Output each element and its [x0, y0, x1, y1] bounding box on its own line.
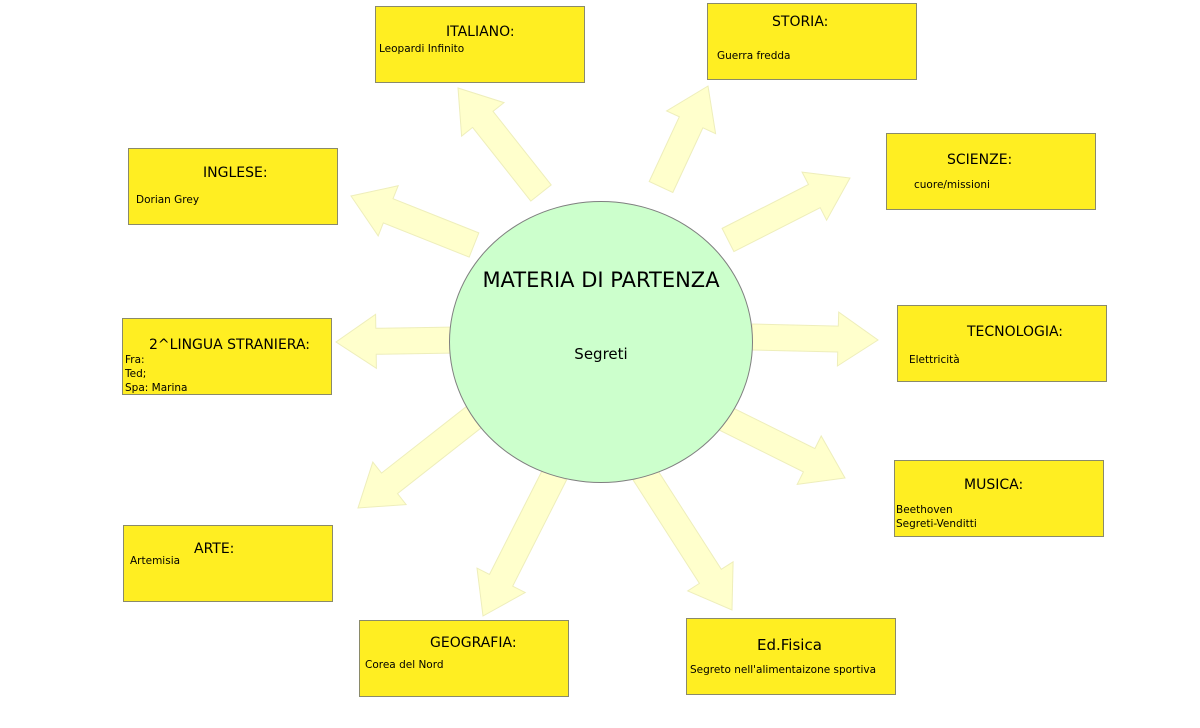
box-lingua2-line: Fra: [125, 354, 145, 366]
box-storia: STORIA: Guerra fredda [707, 3, 917, 80]
box-scienze-title: SCIENZE: [947, 152, 1013, 168]
box-tecnologia-title: TECNOLOGIA: [967, 324, 1064, 340]
box-arte-title: ARTE: [194, 541, 235, 557]
box-lingua2: 2^LINGUA STRANIERA: Fra: Ted; Spa: Marin… [122, 318, 332, 395]
box-tecnologia-body: Elettricità [909, 353, 960, 367]
box-arte: ARTE: Artemisia [123, 525, 333, 602]
arrow-edfisica [632, 465, 734, 611]
box-musica-line: Beethoven [896, 504, 953, 516]
box-musica-body: Beethoven Segreti-Venditti [896, 503, 977, 531]
box-musica: MUSICA: Beethoven Segreti-Venditti [894, 460, 1104, 537]
arrow-musica [711, 402, 846, 486]
box-italiano: ITALIANO: Leopardi Infinito [375, 6, 585, 83]
arrow-lingua2 [335, 313, 459, 370]
box-lingua2-line: Ted; [125, 368, 147, 380]
box-arte-line: Artemisia [130, 555, 181, 567]
arrow-geografia [476, 467, 568, 617]
box-geografia-body: Corea del Nord [365, 658, 444, 672]
box-storia-body: Guerra fredda [717, 49, 790, 63]
box-inglese-body: Dorian Grey [136, 193, 199, 207]
box-scienze-body: cuore/missioni [914, 178, 990, 192]
box-lingua2-line: Spa: Marina [125, 382, 188, 394]
arrow-scienze [721, 171, 851, 253]
center-text: Segreti [574, 345, 628, 363]
box-musica-line: Segreti-Venditti [896, 518, 977, 530]
box-edfisica-line: Segreto nell'alimentaizone sportiva [690, 664, 877, 676]
box-geografia-title: GEOGRAFIA: [430, 635, 517, 651]
arrow-italiano [457, 87, 552, 202]
box-scienze-line: cuore/missioni [914, 179, 990, 191]
arrow-inglese [350, 185, 480, 258]
center-title: MATERIA DI PARTENZA [482, 268, 720, 292]
arrow-arte [357, 399, 492, 509]
box-tecnologia: TECNOLOGIA: Elettricità [897, 305, 1107, 382]
center-circle: MATERIA DI PARTENZA Segreti [449, 201, 753, 483]
box-geografia: GEOGRAFIA: Corea del Nord [359, 620, 569, 697]
box-italiano-body: Leopardi Infinito [379, 42, 464, 56]
box-inglese-title: INGLESE: [203, 165, 268, 181]
box-storia-title: STORIA: [772, 14, 829, 30]
box-italiano-title: ITALIANO: [446, 24, 515, 40]
arrow-tecnologia [751, 311, 879, 367]
box-lingua2-body: Fra: Ted; Spa: Marina [125, 353, 187, 395]
box-scienze: SCIENZE: cuore/missioni [886, 133, 1096, 210]
box-edfisica: Ed.Fisica Segreto nell'alimentaizone spo… [686, 618, 896, 695]
box-edfisica-body: Segreto nell'alimentaizone sportiva [690, 663, 876, 677]
box-edfisica-title: Ed.Fisica [757, 636, 822, 654]
arrow-storia [648, 85, 717, 194]
box-italiano-line: Leopardi Infinito [379, 43, 465, 55]
box-arte-body: Artemisia [130, 554, 180, 568]
box-lingua2-title: 2^LINGUA STRANIERA: [149, 337, 310, 353]
box-tecnologia-line: Elettricità [909, 354, 960, 366]
box-musica-title: MUSICA: [964, 477, 1024, 493]
box-geografia-line: Corea del Nord [365, 659, 444, 671]
box-inglese: INGLESE: Dorian Grey [128, 148, 338, 225]
box-inglese-line: Dorian Grey [136, 194, 200, 206]
box-storia-line: Guerra fredda [717, 50, 791, 62]
